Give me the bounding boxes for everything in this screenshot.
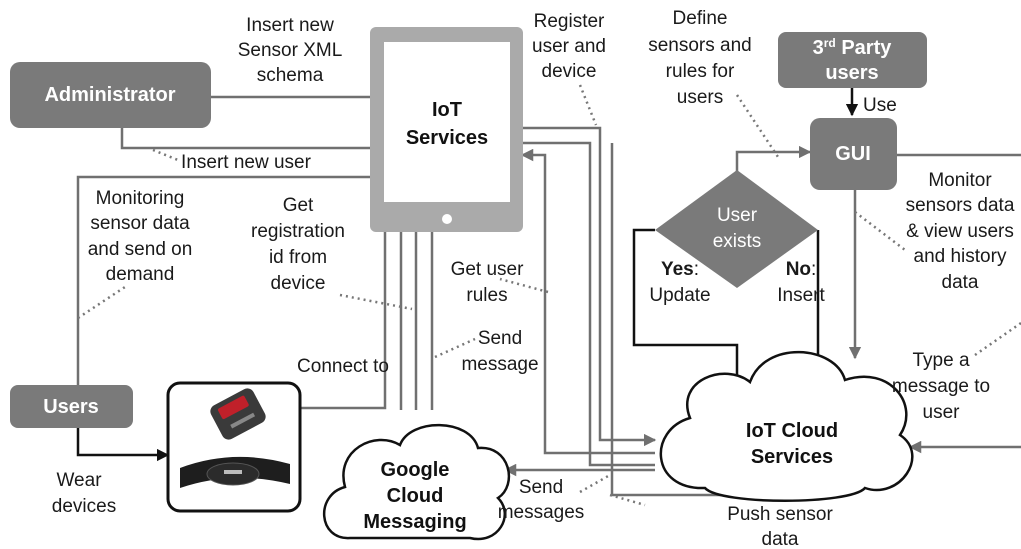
iot-cloud-line1: IoT Cloud: [746, 420, 838, 442]
push-sensor-line1: Push sensor: [727, 504, 833, 525]
use-label: Use: [863, 95, 897, 116]
monitoring-line2: sensor data: [90, 213, 190, 234]
iot-services-line2: Services: [406, 127, 488, 149]
gui-label: GUI: [835, 143, 871, 165]
wear-devices-line2: devices: [52, 496, 116, 517]
gcm-line3: Messaging: [363, 511, 466, 533]
third-party-users-node[interactable]: 3rd Party users: [778, 32, 927, 88]
insert-user-label: Insert new user: [181, 152, 312, 173]
pulse-oximeter-icon: [210, 388, 266, 440]
push-sensor-line2: data: [762, 529, 799, 549]
user-exists-line2: exists: [713, 231, 762, 252]
connect-to-label: Connect to: [297, 356, 389, 377]
get-registration-line4: device: [271, 273, 326, 294]
monitor-sensors-line3: & view users: [906, 221, 1014, 242]
send-message-line2: message: [461, 354, 538, 375]
gcm-line1: Google: [381, 459, 450, 481]
administrator-label: Administrator: [44, 84, 175, 106]
register-line: [520, 126, 657, 447]
insert-schema-line2: Sensor XML: [238, 40, 343, 61]
users-label: Users: [43, 396, 99, 418]
third-party-label-line1: 3rd Party: [813, 36, 893, 59]
get-user-rules-line2: rules: [466, 285, 507, 306]
send-message-line1: Send: [478, 328, 522, 349]
get-rules-line: [520, 148, 655, 455]
monitoring-line1: Monitoring: [96, 188, 185, 209]
insert-schema-line1: Insert new: [246, 15, 334, 36]
insert-schema-line3: schema: [257, 65, 324, 86]
update-label: Update: [649, 285, 710, 306]
type-message-line1: Type a: [912, 350, 969, 371]
yes-update-line: [632, 228, 744, 394]
monitor-sensors-line2: sensors data: [906, 195, 1015, 216]
monitor-sensors-line4: and history: [914, 246, 1007, 267]
wear-devices-arrow: [76, 428, 170, 462]
monitoring-line3: and send on: [88, 239, 193, 260]
admin-insert-user-arrow: [120, 128, 385, 155]
get-registration-line2: registration: [251, 221, 345, 242]
monitor-sensors-line1: Monitor: [928, 170, 992, 191]
iot-cloud-services-node[interactable]: IoT Cloud Services: [659, 350, 914, 502]
define-line4: users: [677, 87, 723, 108]
third-party-label-line2: users: [825, 62, 878, 84]
connectors: [76, 90, 1021, 497]
gcm-line2: Cloud: [387, 485, 444, 507]
wearable-devices-node[interactable]: [166, 381, 302, 513]
no-label: No:: [786, 259, 817, 280]
wear-devices-line1: Wear: [56, 470, 102, 491]
send-messages-line2: messages: [498, 502, 585, 523]
annotations: Insert new Sensor XML schema Register us…: [52, 8, 1015, 549]
yes-label: Yes:: [661, 259, 699, 280]
get-registration-line1: Get: [283, 195, 314, 216]
define-line1: Define: [673, 8, 728, 29]
register-line3: device: [542, 61, 597, 82]
gui-node[interactable]: GUI: [810, 118, 897, 190]
iot-services-tablet[interactable]: IoT Services: [370, 27, 523, 232]
get-user-rules-line1: Get user: [451, 259, 525, 280]
get-registration-line3: id from: [269, 247, 327, 268]
send-messages-line1: Send: [519, 477, 563, 498]
users-node[interactable]: Users: [10, 385, 133, 428]
user-exists-decision[interactable]: User exists: [655, 170, 818, 288]
services-cloud-line: [520, 141, 655, 467]
dotted-callouts: [77, 84, 1021, 507]
iot-services-line1: IoT: [432, 99, 462, 121]
user-exists-line1: User: [717, 205, 758, 226]
register-line1: Register: [534, 11, 605, 32]
type-message-line2: message to: [892, 376, 990, 397]
define-line3: rules for: [666, 61, 735, 82]
type-message-line3: user: [923, 402, 961, 423]
insert-label: Insert: [777, 285, 825, 306]
users-to-services-arrow: [76, 170, 385, 385]
monitoring-line4: demand: [106, 264, 175, 285]
administrator-node[interactable]: Administrator: [10, 62, 211, 128]
register-line2: user and: [532, 36, 606, 57]
heart-rate-strap-icon: [180, 456, 290, 488]
iot-cloud-line2: Services: [751, 446, 833, 468]
monitor-sensors-line5: data: [942, 272, 979, 293]
google-cloud-messaging-node[interactable]: Google Cloud Messaging: [322, 423, 511, 541]
device-connect-line: [300, 197, 387, 410]
define-line2: sensors and: [648, 35, 752, 56]
